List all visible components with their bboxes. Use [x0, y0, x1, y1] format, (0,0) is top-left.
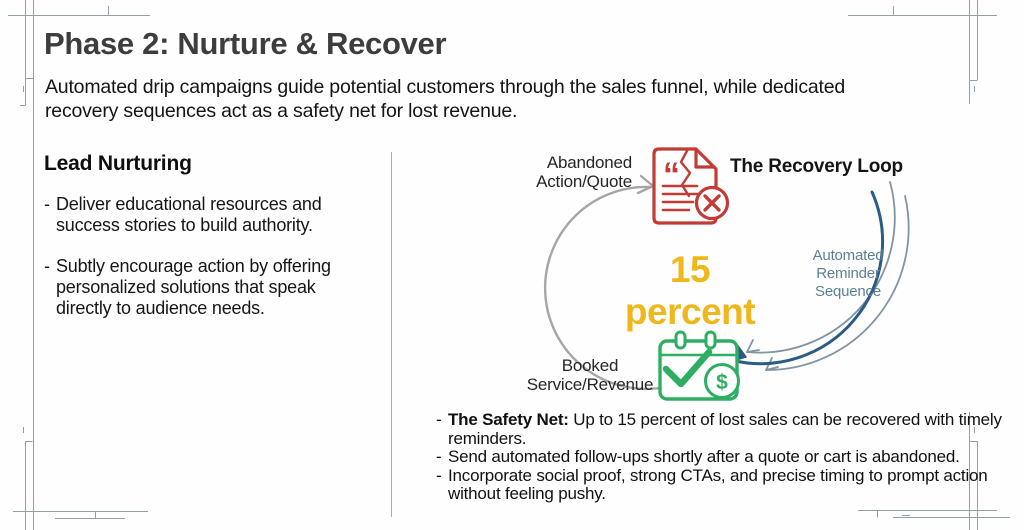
quote-glyph: “ — [663, 156, 680, 194]
vertical-divider — [391, 152, 392, 517]
list-item: -The Safety Net: Up to 15 percent of los… — [436, 410, 1002, 448]
list-item: -Deliver educational resources and succe… — [44, 194, 322, 235]
bottom-left-mark — [13, 427, 148, 530]
automated-reminder-label: Automated Reminder Sequence — [812, 247, 884, 300]
list-item: -Send automated follow-ups shortly after… — [436, 447, 960, 466]
list-item: -Subtly encourage action by offering per… — [44, 256, 331, 318]
calendar-check-dollar-icon: $ — [658, 330, 740, 401]
page-subtitle: Automated drip campaigns guide potential… — [45, 76, 846, 122]
recovery-loop-diagram: “ $ — [543, 147, 910, 401]
torn-quote-document-icon: “ — [652, 147, 730, 225]
recovery-loop-title: The Recovery Loop — [730, 156, 903, 177]
lead-nurturing-heading: Lead Nurturing — [44, 152, 192, 175]
page-title: Phase 2: Nurture & Recover — [44, 26, 447, 61]
dollar-glyph: $ — [716, 371, 728, 394]
abandoned-action-label: Abandoned Action/Quote — [536, 153, 632, 191]
safety-net-notes-list: -The Safety Net: Up to 15 percent of los… — [436, 410, 1002, 504]
booked-service-label: Booked Service/Revenue — [526, 356, 654, 394]
lead-nurturing-list: -Deliver educational resources and succe… — [44, 194, 360, 339]
fifteen-percent-value: 15 percent — [624, 249, 756, 332]
list-item: -Incorporate social proof, strong CTAs, … — [436, 465, 988, 503]
